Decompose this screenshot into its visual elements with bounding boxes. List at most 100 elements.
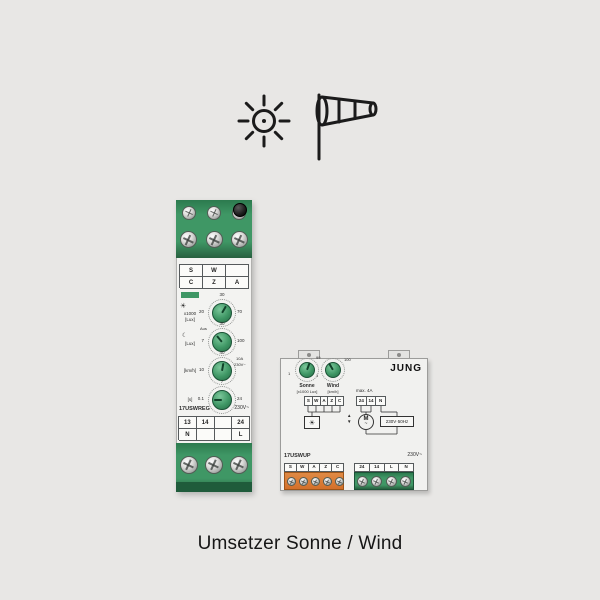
- scale-label: 24: [237, 396, 243, 401]
- max-current-label: max. 4A: [356, 388, 373, 393]
- screw-terminal: [230, 456, 248, 474]
- scale-label: 1: [316, 373, 319, 378]
- motor-label: M: [363, 416, 369, 423]
- grid-cell: C: [180, 277, 203, 289]
- flush-model-label: 17USWUP: [284, 453, 311, 459]
- terminal-cell: W: [312, 397, 321, 406]
- terminal-cell: Z: [320, 464, 333, 472]
- din-adjuster-knob: [233, 203, 247, 217]
- screw-terminal: [287, 477, 296, 486]
- screw-terminal: [386, 476, 397, 487]
- sensor-box: ☀: [304, 416, 320, 429]
- screw-terminal: [180, 456, 198, 474]
- sun-cloud-icon: ☀: [308, 419, 316, 427]
- terminal-cell: 24: [355, 464, 370, 472]
- knob-scale-ring: [208, 328, 236, 356]
- knob-scale-ring: [321, 358, 345, 382]
- motor-wave: ~: [364, 421, 368, 428]
- sun-symbol-icon: ☀: [180, 303, 187, 310]
- knob-unit: [s]: [187, 397, 193, 402]
- terminal-cell: A: [308, 464, 321, 472]
- screw-terminal: [400, 476, 411, 487]
- din-signal-grid: S W C Z A: [179, 264, 249, 289]
- knob-scale-ring: [208, 357, 236, 385]
- arrow-down-icon: ▼: [347, 419, 352, 424]
- screw-terminal: [299, 477, 308, 486]
- diagram-load-terminals: 24 14 N: [356, 396, 386, 406]
- screw-terminal: [207, 206, 221, 220]
- terminal-cell: C: [336, 397, 344, 406]
- scale-label: 40: [219, 350, 225, 355]
- strip-right-labels: 24 14 L N: [354, 463, 414, 472]
- terminal-cell: 24: [357, 397, 367, 406]
- terminal-cell: S: [305, 397, 313, 406]
- scale-label: 7: [220, 379, 224, 384]
- screw-terminal: [206, 231, 223, 248]
- strip-left-labels: S W A Z C: [284, 463, 344, 472]
- knob-unit: [km/h]: [327, 389, 339, 394]
- screw-terminal: [357, 476, 368, 487]
- diagram-sensor-terminals: S W A Z C: [304, 396, 344, 406]
- scale-label: 30: [219, 321, 225, 326]
- terminal-cell: W: [296, 464, 309, 472]
- screw-terminal: [180, 231, 197, 248]
- terminal-cell: 24: [232, 417, 250, 429]
- din-top-terminal-block: [176, 200, 252, 258]
- din-terminal-grid: 13 14 24 N L: [178, 416, 250, 441]
- scale-label: 7: [201, 338, 204, 343]
- knob-label: Sonne: [299, 383, 315, 389]
- scale-label: 99: [316, 355, 321, 360]
- knob-label: x1000: [183, 311, 197, 316]
- screw-terminal: [323, 477, 332, 486]
- din-rail-device: S W C Z A ☀ x1000 [Lux] 20 30 70 Aus ☾ […: [176, 200, 252, 492]
- knob-scale-ring: [295, 358, 319, 382]
- knob-scale-ring: [208, 299, 236, 327]
- dusk-threshold-knob: [212, 332, 232, 352]
- din-base: [176, 482, 252, 492]
- din-bottom-terminal-block: [176, 443, 252, 492]
- knob-unit: [km/h]: [183, 368, 197, 373]
- scale-label: 100: [237, 338, 245, 343]
- terminal-cell: N: [179, 429, 197, 441]
- terminal-cell: N: [399, 464, 414, 472]
- sonne-knob: [299, 362, 315, 378]
- scale-label: 0.1: [197, 396, 204, 401]
- grid-cell: Z: [203, 277, 226, 289]
- wind-threshold-knob: [212, 361, 232, 381]
- scale-label: 30: [219, 292, 225, 297]
- grid-cell: [226, 265, 249, 277]
- grid-cell: S: [180, 265, 203, 277]
- screw-terminal: [205, 456, 223, 474]
- grid-cell: A: [226, 277, 249, 289]
- scale-label: 1: [288, 371, 291, 376]
- din-voltage-label: 230V~: [234, 405, 249, 411]
- screw-terminal: [335, 477, 344, 486]
- terminal-cell: N: [376, 397, 386, 406]
- scale-label: 70: [237, 309, 243, 314]
- scale-label: Aus: [200, 326, 207, 331]
- color-tag: [181, 292, 199, 298]
- scale-label: 20: [198, 309, 204, 314]
- mounting-ear: [298, 350, 320, 359]
- sun-threshold-knob: [212, 303, 232, 323]
- din-model-label: 17USWREG: [179, 406, 210, 412]
- sensor-terminal-block: [284, 472, 344, 490]
- jung-logo: JUNG: [390, 363, 422, 374]
- knob-unit: [Lux]: [185, 317, 195, 322]
- supply-label: 230V·50Hz: [385, 419, 409, 424]
- scale-label: 100: [344, 357, 351, 362]
- rating-label: 230V~: [234, 362, 246, 367]
- knob-scale-ring: [208, 386, 236, 414]
- terminal-cell: 13: [179, 417, 197, 429]
- supply-box: 230V·50Hz: [380, 416, 414, 427]
- sun-icon: [237, 94, 291, 148]
- mounting-ear: [388, 350, 410, 359]
- terminal-cell: [214, 417, 233, 429]
- flush-mount-device: 1 99 Sonne [x1000 Lux] 1 100 Wind [km/h]…: [280, 350, 428, 491]
- terminal-cell: Z: [328, 397, 337, 406]
- flush-voltage-label: 230V~: [407, 452, 422, 458]
- terminal-cell: [196, 429, 215, 441]
- arrow-up-icon: ▲: [347, 413, 352, 418]
- screw-terminal: [182, 206, 196, 220]
